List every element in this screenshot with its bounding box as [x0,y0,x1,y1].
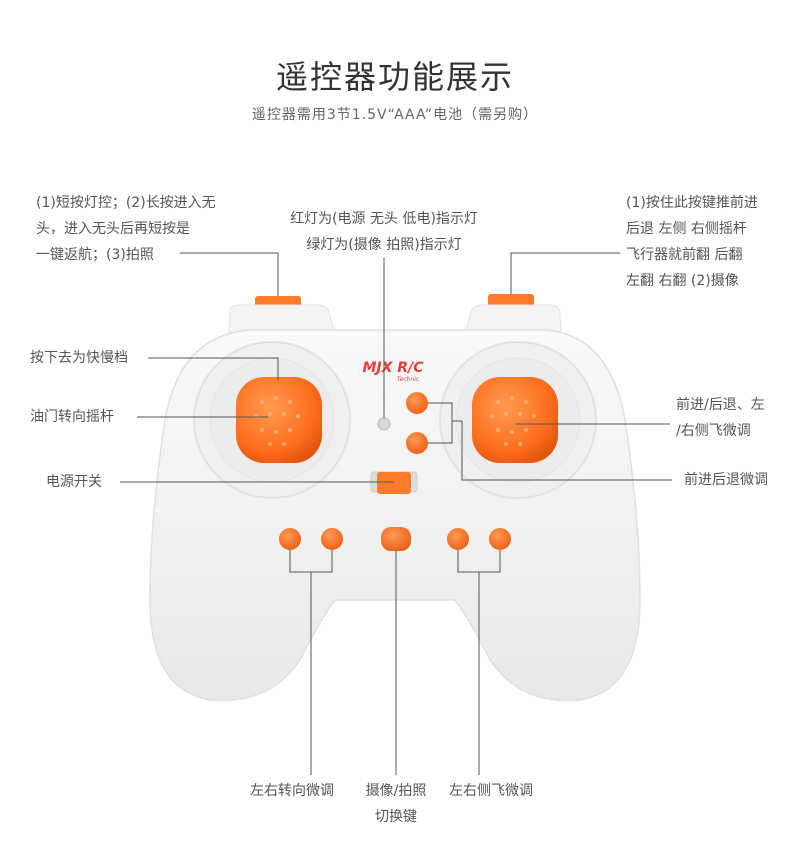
side-trim-annotation: 左右侧飞微调 [449,783,533,799]
brand-tagline: Technic [397,376,420,383]
throttle-annotation: 油门转向摇杆 [30,409,114,425]
left-joystick[interactable] [236,377,322,463]
direction-annotation: 前进/后退、左 /右侧飞微调 [676,397,765,439]
power-switch[interactable] [377,472,411,494]
page-title: 遥控器功能展示 [275,58,514,96]
page-subtitle: 遥控器需用3节1.5V“AAA”电池（需另购） [251,107,539,123]
backward-trim-button[interactable] [406,432,428,454]
brand-logo: MJX R/C [363,360,425,376]
yaw-trim-annotation: 左右转向微调 [250,783,334,799]
yaw-left-trim-button[interactable] [279,528,301,550]
right-shoulder-annotation: (1)按住此按键推前进 后退 左侧 右侧摇杆 飞行器就前翻 后翻 左翻 右翻 (… [626,195,758,289]
side-right-trim-button[interactable] [489,528,511,550]
side-left-trim-button[interactable] [447,528,469,550]
forward-trim-button[interactable] [406,392,428,414]
left-shoulder-annotation: (1)短按灯控；(2)长按进入无 头，进入无头后再短按是 一键返航；(3)拍照 [36,190,216,268]
status-led [377,417,391,431]
fb-trim-annotation: 前进后退微调 [684,472,768,488]
led-annotation: 红灯为(电源 无头 低电)指示灯 绿灯为(摄像 拍照)指示灯 [290,211,478,253]
power-annotation: 电源开关 [46,474,102,490]
camera-mode-button[interactable] [381,527,411,551]
leader-lines [120,252,672,775]
speed-annotation: 按下去为快慢档 [30,350,128,366]
camera-annotation: 摄像/拍照 切换键 [365,783,427,825]
yaw-right-trim-button[interactable] [321,528,343,550]
right-joystick[interactable] [472,377,558,463]
